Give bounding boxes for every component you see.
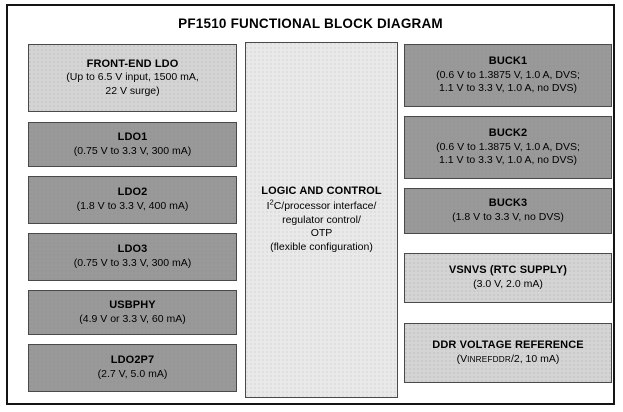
block-desc-line-i2c: I2C/processor interface/ — [266, 197, 377, 213]
block-front-end-ldo: FRONT-END LDO (Up to 6.5 V input, 1500 m… — [28, 44, 237, 112]
block-title: LDO1 — [117, 130, 148, 143]
block-title: BUCK1 — [488, 55, 528, 68]
block-buck1: BUCK1 (0.6 V to 1.3875 V, 1.0 A, DVS; 1.… — [404, 44, 612, 107]
diagram-columns: FRONT-END LDO (Up to 6.5 V input, 1500 m… — [8, 40, 613, 403]
block-desc-line-vinrefddr: (VINREFDDR/2, 10 mA) — [456, 353, 560, 366]
block-title: USBPHY — [109, 298, 156, 311]
block-ldo2p7: LDO2P7 (2.7 V, 5.0 mA) — [28, 344, 237, 392]
block-desc-line: (1.8 V to 3.3 V, no DVS) — [452, 211, 564, 224]
block-desc-line: OTP — [310, 227, 333, 240]
block-buck2: BUCK2 (0.6 V to 1.3875 V, 1.0 A, DVS; 1.… — [404, 116, 612, 179]
block-desc-line: (0.6 V to 1.3875 V, 1.0 A, DVS; — [436, 68, 580, 81]
block-desc-line: regulator control/ — [282, 213, 361, 226]
block-ldo2: LDO2 (1.8 V to 3.3 V, 400 mA) — [28, 176, 237, 224]
subscript-inrefddr: INREFDDR — [467, 355, 511, 365]
block-title: LDO3 — [117, 243, 148, 256]
block-desc-line: (4.9 V or 3.3 V, 60 mA) — [79, 312, 186, 325]
block-title: BUCK3 — [488, 197, 528, 210]
block-title: LDO2 — [117, 186, 148, 199]
block-title: LDO2P7 — [110, 354, 155, 367]
block-vsnvs: VSNVS (RTC SUPPLY) (3.0 V, 2.0 mA) — [404, 253, 612, 303]
block-desc-line: (3.0 V, 2.0 mA) — [473, 278, 543, 291]
block-desc-line: 22 V surge) — [105, 84, 160, 97]
block-desc-line: (Up to 6.5 V input, 1500 mA, — [66, 71, 199, 84]
block-desc-line: (1.8 V to 3.3 V, 400 mA) — [76, 200, 189, 213]
left-column: FRONT-END LDO (Up to 6.5 V input, 1500 m… — [28, 40, 237, 403]
block-buck3: BUCK3 (1.8 V to 3.3 V, no DVS) — [404, 188, 612, 234]
center-column: LOGIC AND CONTROL I2C/processor interfac… — [245, 42, 398, 398]
superscript-2: 2 — [269, 197, 274, 207]
block-title: FRONT-END LDO — [86, 57, 179, 70]
block-desc-line: (flexible configuration) — [270, 241, 373, 254]
block-desc-line: (0.75 V to 3.3 V, 300 mA) — [73, 257, 192, 270]
block-desc-line: (0.6 V to 1.3875 V, 1.0 A, DVS; — [436, 140, 580, 153]
block-ldo3: LDO3 (0.75 V to 3.3 V, 300 mA) — [28, 233, 237, 281]
block-usbphy: USBPHY (4.9 V or 3.3 V, 60 mA) — [28, 290, 237, 335]
diagram-frame: PF1510 FUNCTIONAL BLOCK DIAGRAM FRONT-EN… — [6, 4, 615, 405]
block-desc-line: 1.1 V to 3.3 V, 1.0 A, no DVS) — [439, 154, 577, 167]
block-logic-and-control: LOGIC AND CONTROL I2C/processor interfac… — [245, 42, 398, 398]
block-title: DDR VOLTAGE REFERENCE — [432, 339, 584, 352]
block-title: BUCK2 — [488, 127, 528, 140]
page-title: PF1510 FUNCTIONAL BLOCK DIAGRAM — [178, 16, 443, 31]
block-ldo1: LDO1 (0.75 V to 3.3 V, 300 mA) — [28, 122, 237, 167]
block-ddr-voltage-reference: DDR VOLTAGE REFERENCE (VINREFDDR/2, 10 m… — [404, 323, 612, 383]
block-desc-line: 1.1 V to 3.3 V, 1.0 A, no DVS) — [439, 82, 577, 95]
block-desc-line: (2.7 V, 5.0 mA) — [97, 368, 168, 381]
block-desc-line: (0.75 V to 3.3 V, 300 mA) — [73, 144, 192, 157]
block-title: LOGIC AND CONTROL — [261, 185, 382, 198]
block-title: VSNVS (RTC SUPPLY) — [448, 264, 568, 277]
right-column: BUCK1 (0.6 V to 1.3875 V, 1.0 A, DVS; 1.… — [404, 40, 612, 403]
